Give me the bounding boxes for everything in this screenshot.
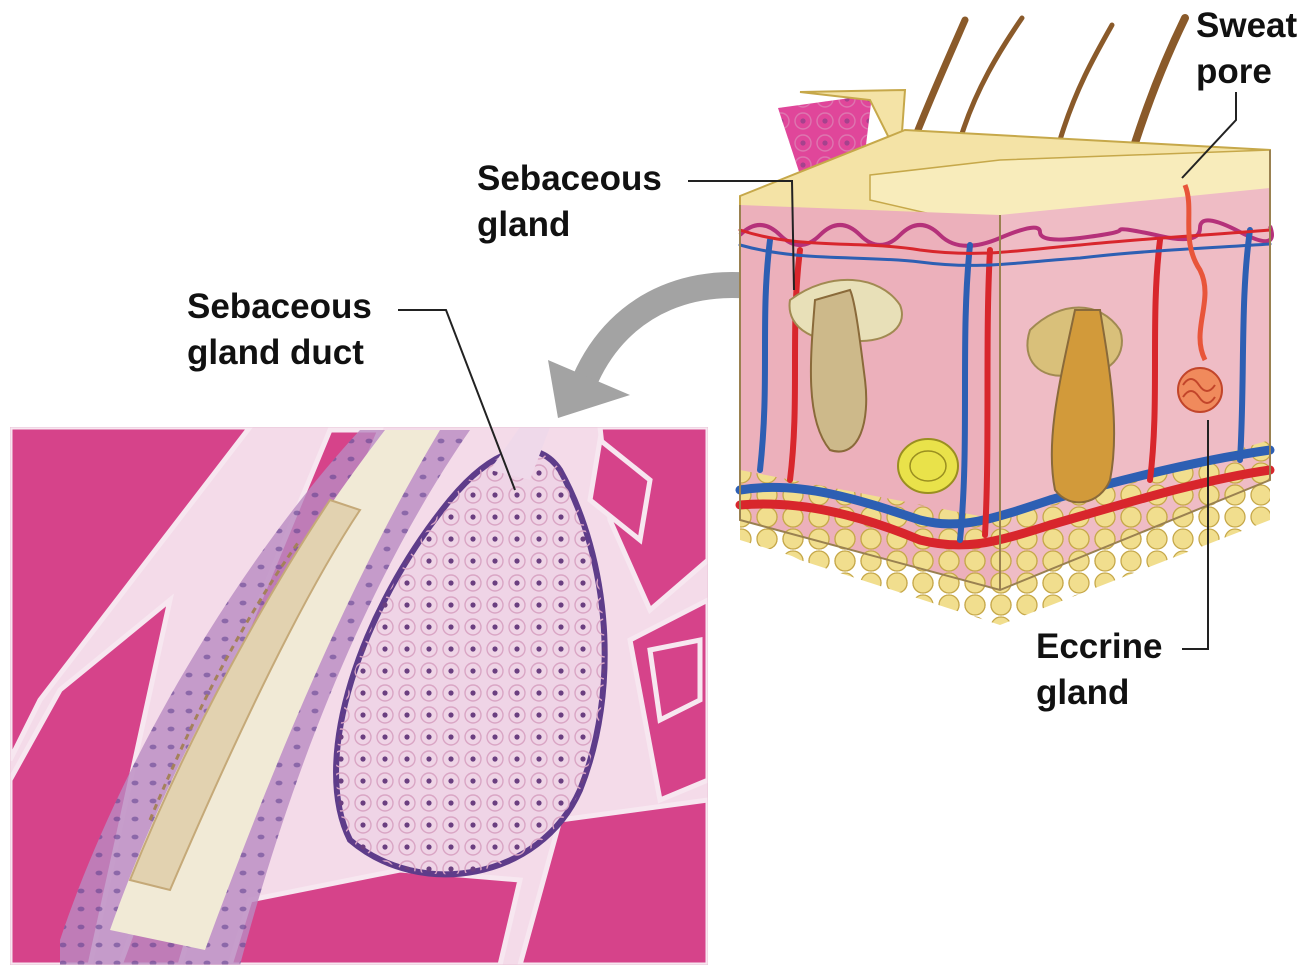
label-sweat-pore: Sweat pore [1196,3,1297,95]
skin-block [740,18,1272,625]
label-eccrine-gland-line2: gland [1036,670,1162,716]
label-sebaceous-gland-duct: Sebaceous gland duct [187,284,372,376]
label-eccrine-gland: Eccrine gland [1036,624,1162,716]
label-eccrine-gland-line1: Eccrine [1036,624,1162,670]
label-sebaceous-gland-line2: gland [477,202,662,248]
label-sebaceous-gland-duct-line2: gland duct [187,330,372,376]
label-sweat-pore-line1: Sweat [1196,3,1297,49]
label-sweat-pore-line2: pore [1196,49,1297,95]
label-sebaceous-gland: Sebaceous gland [477,156,662,248]
micrograph [10,427,708,965]
label-sebaceous-gland-duct-line1: Sebaceous [187,284,372,330]
label-sebaceous-gland-line1: Sebaceous [477,156,662,202]
